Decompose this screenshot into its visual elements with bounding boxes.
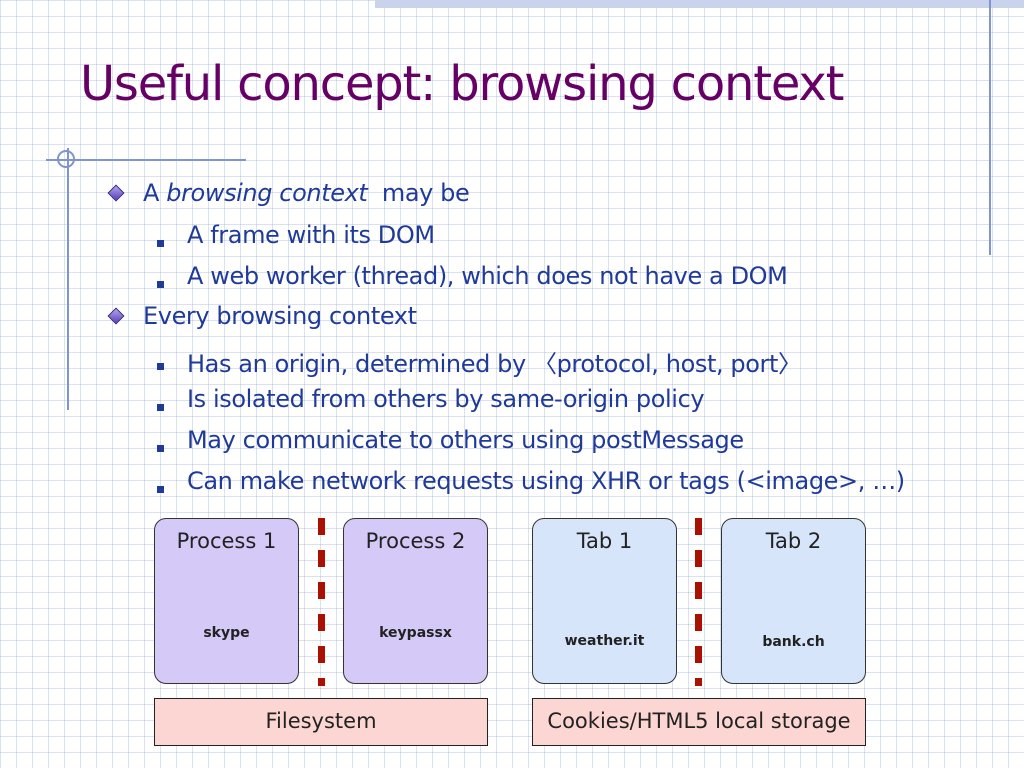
process-separator [318, 518, 325, 686]
left-decorative-rule [67, 148, 69, 410]
process1-title: Process 1 [176, 529, 277, 553]
diamond-bullet-icon [107, 307, 125, 325]
tab2-title: Tab 2 [765, 529, 822, 553]
square-bullet-icon [157, 404, 164, 411]
top-decorative-band [375, 0, 1024, 8]
bullet-suffix: may be [367, 179, 470, 207]
title-underline-rule [46, 159, 246, 161]
square-bullet-icon [157, 240, 164, 247]
tab1-label: weather.it [564, 633, 645, 649]
square-bullet-icon [157, 363, 164, 370]
process2-label: keypassx [379, 625, 452, 641]
process1-label: skype [203, 625, 250, 641]
diamond-bullet-icon [107, 184, 125, 202]
square-bullet-icon [157, 445, 164, 452]
subitem-postmessage: May communicate to others using postMess… [187, 426, 744, 454]
bullet-prefix: A [143, 179, 167, 207]
subitem-origin: Has an origin, determined by 〈protocol, … [187, 350, 802, 378]
local-storage-bar: Cookies/HTML5 local storage [532, 698, 866, 746]
bullet-emphasis: browsing context [166, 179, 368, 207]
subitem-web-worker: A web worker (thread), which does not ha… [187, 262, 788, 290]
filesystem-bar: Filesystem [154, 698, 488, 746]
bullet-every-browsing-context: Every browsing context [143, 302, 417, 330]
tab2-label: bank.ch [762, 634, 825, 650]
tab1-title: Tab 1 [576, 529, 633, 553]
square-bullet-icon [157, 281, 164, 288]
right-decorative-rule [989, 0, 991, 255]
process1-box: Process 1 skype [154, 518, 299, 684]
process2-title: Process 2 [365, 529, 466, 553]
slide-title: Useful concept: browsing context [80, 56, 844, 112]
tab2-box: Tab 2 bank.ch [721, 518, 866, 684]
square-bullet-icon [157, 486, 164, 493]
tab1-box: Tab 1 weather.it [532, 518, 677, 684]
subitem-frame-dom: A frame with its DOM [187, 221, 435, 249]
tab-separator [695, 518, 702, 686]
subitem-network-requests: Can make network requests using XHR or t… [187, 467, 905, 495]
subitem-isolated: Is isolated from others by same-origin p… [187, 385, 705, 413]
bullet-browsing-context-may-be: A browsing context may be [143, 179, 470, 207]
crosshair-circle-icon [57, 150, 75, 168]
process2-box: Process 2 keypassx [343, 518, 488, 684]
